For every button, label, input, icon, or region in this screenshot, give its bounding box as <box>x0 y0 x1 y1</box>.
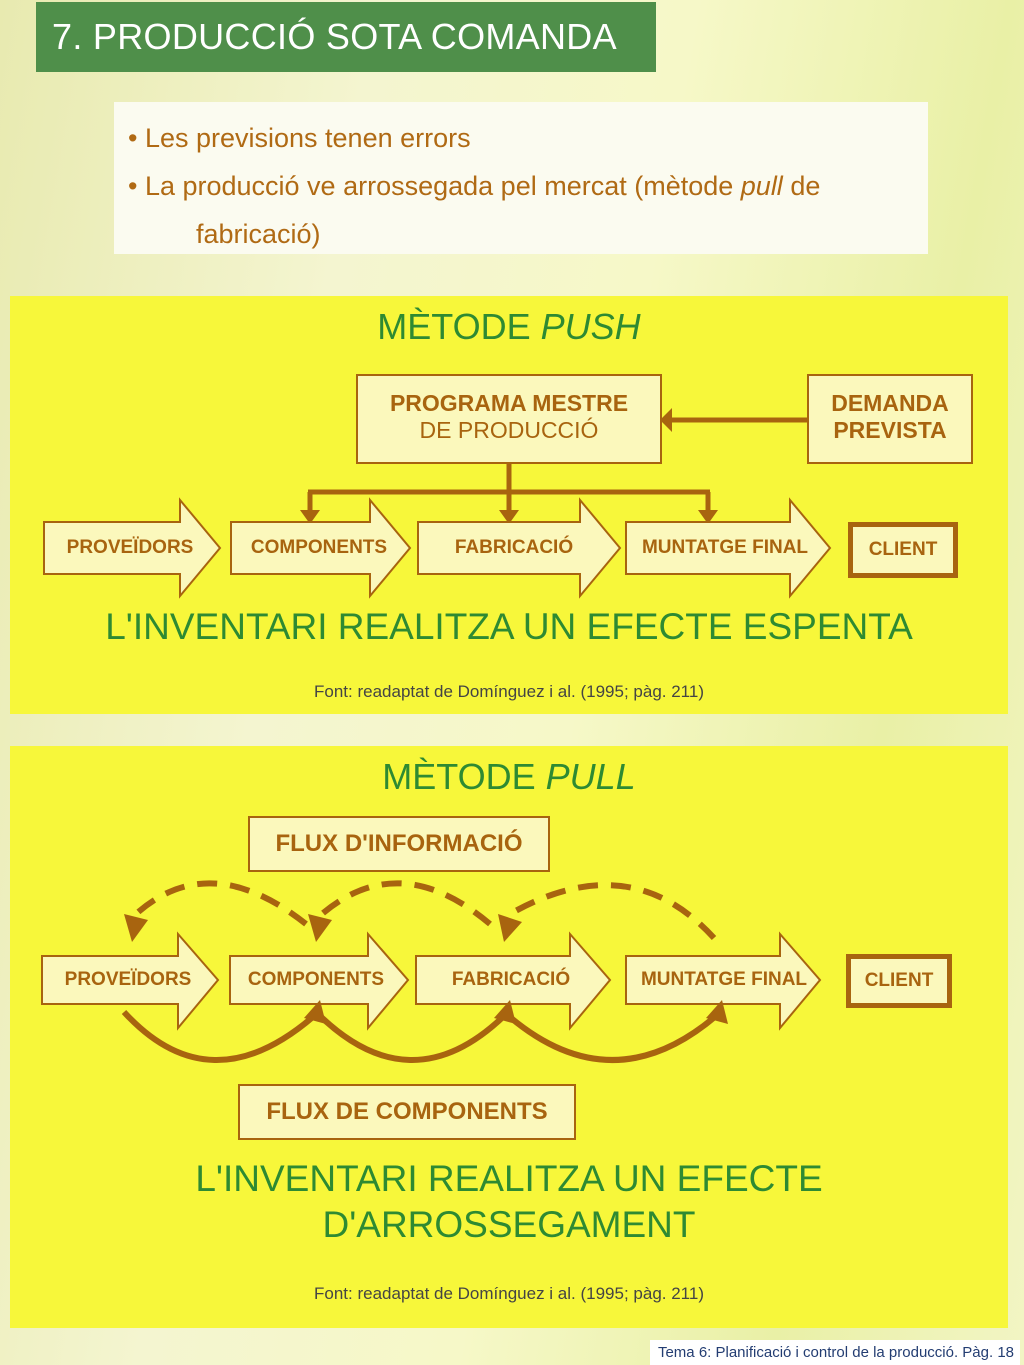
page-footer: Tema 6: Planificació i control de la pro… <box>650 1340 1020 1365</box>
component-flow-box: FLUX DE COMPONENTS <box>238 1084 576 1140</box>
info-arrowhead-manufacturing <box>498 914 522 942</box>
push-stage-arrow-components <box>230 497 412 599</box>
pull-method-panel: MÈTODE PULL FLUX D'INFORMACIÓ PROVEÏDORS… <box>10 746 1008 1328</box>
master-production-plan-box: PROGRAMA MESTRE DE PRODUCCIÓ <box>356 374 662 464</box>
push-stage-arrow-suppliers <box>43 497 222 599</box>
push-stage-label-assembly: MUNTATGE FINAL <box>641 537 809 558</box>
forecast-demand-box: DEMANDA PREVISTA <box>807 374 973 464</box>
push-diagram-graphics <box>43 408 832 599</box>
pull-heading-emphasis: PULL <box>545 756 636 797</box>
pull-source-note: Font: readaptat de Domínguez i al. (1995… <box>314 1284 704 1303</box>
pull-stage-label-manufacturing: FABRICACIÓ <box>451 969 571 990</box>
pull-client-box: CLIENT <box>846 954 952 1008</box>
pull-stage-arrow-suppliers <box>41 931 220 1031</box>
pull-stage-label-suppliers: PROVEÏDORS <box>64 969 192 990</box>
push-stage-label-manufacturing: FABRICACIÓ <box>454 537 574 558</box>
info-flow-arc-to-components <box>320 880 492 927</box>
push-stage-label-components: COMPONENTS <box>250 537 388 558</box>
info-arrowhead-components <box>308 914 332 942</box>
bullet-item-forecast-errors: • Les previsions tenen errors <box>128 123 471 153</box>
push-source-note: Font: readaptat de Domínguez i al. (1995… <box>314 682 704 701</box>
push-stage-arrow-assembly <box>625 497 832 599</box>
push-method-panel: MÈTODE PUSH PROGRAMA MESTRE DE PRODUCCIÓ… <box>10 296 1008 714</box>
bullet-item-pull-method: • La producció ve arrossegada pel mercat… <box>128 162 914 210</box>
info-arrowhead-suppliers <box>124 914 148 942</box>
mps-line-2: DE PRODUCCIÓ <box>419 417 599 443</box>
component-arrowhead-3 <box>706 1000 728 1024</box>
info-flow-arc-to-manufacturing <box>508 882 717 941</box>
information-flow-box: FLUX D'INFORMACIÓ <box>248 816 550 872</box>
demand-arrow-head <box>660 408 672 432</box>
push-heading-text: MÈTODE <box>377 306 541 347</box>
component-flow-arc-3 <box>502 1009 718 1063</box>
pull-stage-label-assembly: MUNTATGE FINAL <box>640 969 808 990</box>
push-effect-message: L'INVENTARI REALITZA UN EFECTE ESPENTA <box>105 606 913 647</box>
component-flow-arc-1 <box>121 1009 316 1063</box>
slide-title: 7. PRODUCCIÓ SOTA COMANDA <box>36 2 656 72</box>
push-stage-label-suppliers: PROVEÏDORS <box>66 537 194 558</box>
manufacturing-arrowhead <box>499 510 519 524</box>
pull-stage-arrow-components <box>229 931 410 1031</box>
info-flow-arc-to-suppliers <box>134 880 308 927</box>
pull-effect-message: L'INVENTARI REALITZA UN EFECTE D'ARROSSE… <box>10 1156 1008 1248</box>
assembly-arrowhead <box>698 510 718 524</box>
demand-line-2: PREVISTA <box>833 417 947 443</box>
push-heading-emphasis: PUSH <box>540 306 641 347</box>
push-stage-arrow-manufacturing <box>417 497 622 599</box>
bullet-list: • Les previsions tenen errors • La produ… <box>114 102 928 254</box>
bullet-emphasis: pull <box>740 171 783 201</box>
push-heading: MÈTODE PUSH <box>10 306 1008 348</box>
components-arrowhead <box>300 510 320 524</box>
component-arrowhead-2 <box>494 1000 516 1024</box>
component-arrowhead-1 <box>304 1000 326 1024</box>
pull-heading-text: MÈTODE <box>382 756 546 797</box>
pull-stage-arrow-manufacturing <box>415 931 612 1031</box>
pull-heading: MÈTODE PULL <box>10 756 1008 798</box>
pull-effect-line-1: L'INVENTARI REALITZA UN EFECTE <box>195 1158 823 1199</box>
bullet-continuation: fabricació) <box>196 219 321 249</box>
pull-stage-label-components: COMPONENTS <box>247 969 385 990</box>
component-flow-arc-2 <box>313 1009 507 1063</box>
pull-effect-line-2: D'ARROSSEGAMENT <box>322 1204 696 1245</box>
mps-line-1: PROGRAMA MESTRE <box>389 390 629 416</box>
bullet-text-end: de <box>782 171 821 201</box>
bullet-text: • La producció ve arrossegada pel mercat… <box>128 171 741 201</box>
pull-stage-arrow-assembly <box>625 931 822 1031</box>
demand-line-1: DEMANDA <box>831 390 949 416</box>
push-client-box: CLIENT <box>848 522 958 578</box>
pull-diagram-graphics <box>41 880 822 1063</box>
